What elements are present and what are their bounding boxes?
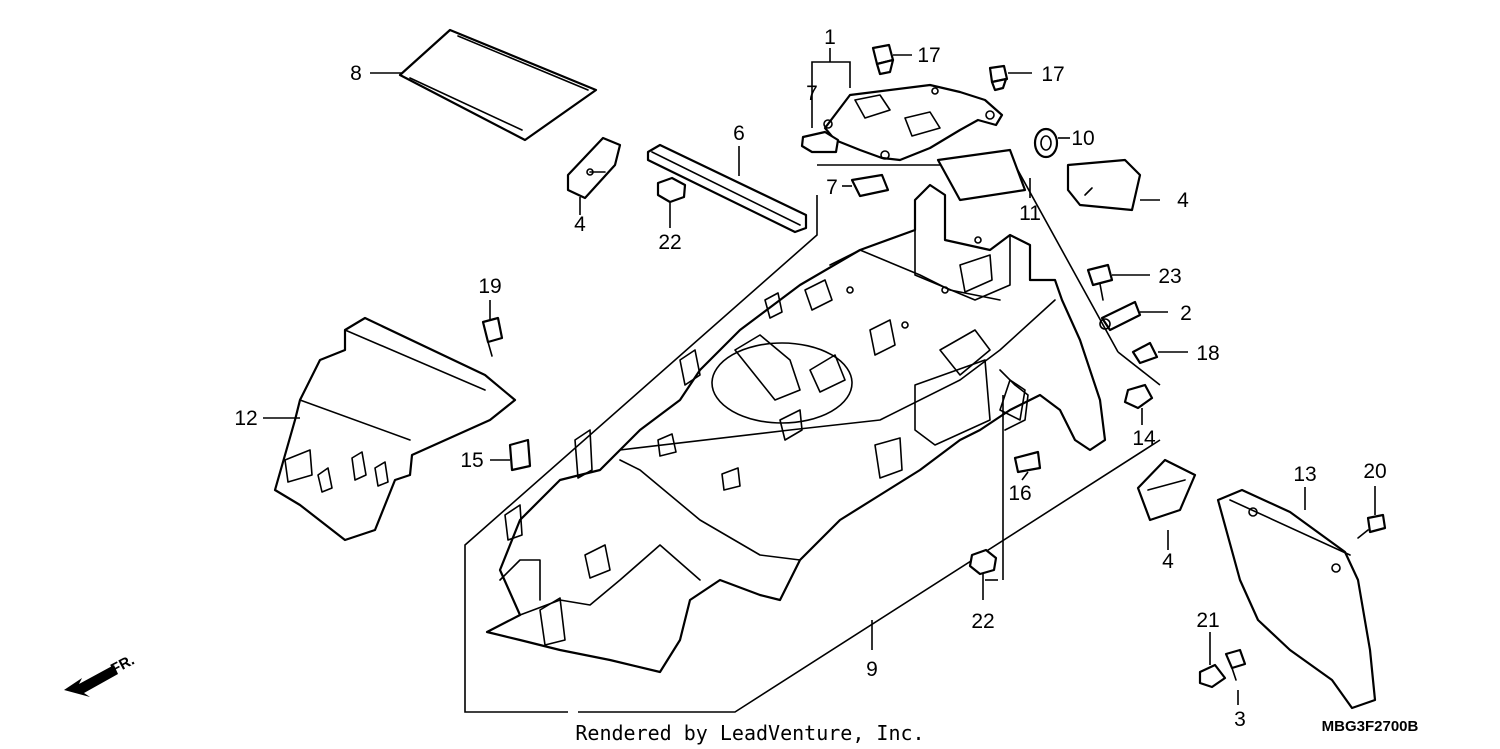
front-direction-arrow-icon: FR. [64, 652, 137, 697]
callout-1: 1 [824, 26, 836, 49]
flange-nut [656, 176, 998, 576]
callout-15: 15 [460, 449, 483, 472]
cushion-pad [936, 148, 1027, 202]
callout-13: 13 [1293, 463, 1316, 486]
rubber-pad [800, 130, 890, 198]
callout-20: 20 [1363, 460, 1386, 483]
callout-12: 12 [234, 407, 257, 430]
callout-10: 10 [1071, 127, 1094, 150]
callout-4: 4 [574, 213, 586, 236]
callout-19: 19 [478, 275, 501, 298]
leader-lines [263, 48, 1376, 705]
callout-11: 11 [1019, 202, 1041, 225]
callout-17: 17 [1041, 63, 1064, 86]
callouts: 1 2 3 4 4 4 6 7 7 8 9 10 11 12 13 14 15 … [234, 26, 1386, 731]
document-bag [398, 28, 598, 142]
callout-22: 22 [658, 231, 681, 254]
callout-4: 4 [1177, 189, 1189, 212]
callout-21: 21 [1196, 609, 1219, 632]
bolt-and-nut [481, 316, 532, 472]
callout-18: 18 [1196, 342, 1219, 365]
callout-4: 4 [1162, 550, 1174, 573]
callout-8: 8 [350, 62, 362, 85]
trim-clip [871, 43, 1009, 92]
seal-strip [646, 143, 808, 234]
callout-23: 23 [1158, 265, 1181, 288]
hardware [1086, 263, 1159, 365]
callout-7: 7 [806, 82, 818, 105]
callout-2: 2 [1180, 302, 1192, 325]
seat-catch-plate [823, 83, 1004, 162]
splash-guard [1216, 488, 1377, 710]
diagram-code: MBG3F2700B [1322, 718, 1419, 735]
callout-6: 6 [733, 122, 745, 145]
callout-17: 17 [917, 44, 940, 67]
callout-7: 7 [826, 176, 838, 199]
callout-22: 22 [971, 610, 994, 633]
clip-nut [999, 369, 1154, 474]
rear-inner-fender [273, 316, 517, 542]
callout-14: 14 [1132, 427, 1156, 450]
callout-3: 3 [1234, 708, 1246, 731]
side-reflector [566, 136, 1197, 522]
small-fasteners [1198, 513, 1387, 689]
callout-9: 9 [866, 658, 878, 681]
credit-text: Rendered by LeadVenture, Inc. [575, 721, 924, 745]
rear-fender [485, 183, 1107, 674]
callout-16: 16 [1008, 482, 1031, 505]
grommet [1033, 127, 1059, 159]
